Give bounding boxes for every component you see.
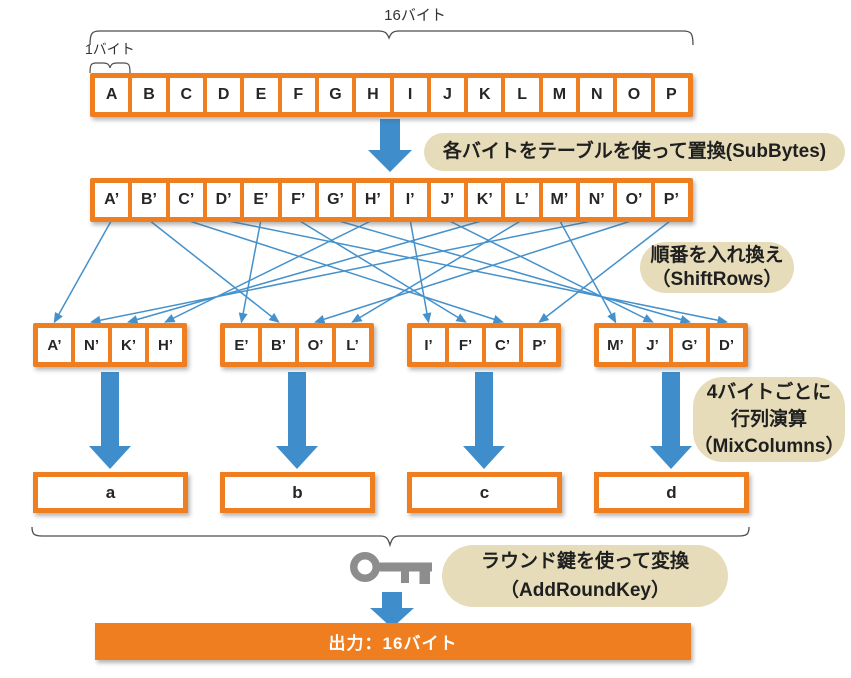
shiftrows-arrow xyxy=(447,219,654,323)
shifted-byte-cell: L’ xyxy=(336,328,369,362)
byte-cell: J xyxy=(430,78,465,112)
shiftrows-arrow xyxy=(351,219,523,323)
byte-cell: I’ xyxy=(393,183,427,217)
result-box-c: c xyxy=(407,472,562,513)
byte-cell: L xyxy=(505,78,539,112)
byte-cell: O xyxy=(617,78,651,112)
subbytes-step-label: 各バイトをテーブルを使って置換(SubBytes) xyxy=(424,133,845,171)
shifted-group-3: I’F’C’P’ xyxy=(407,323,561,367)
mixcolumns-arrow xyxy=(650,372,692,469)
mixcolumns-arrow xyxy=(89,372,131,469)
mixcolumns-text-line3: （MixColumns） xyxy=(693,436,845,457)
byte-cell: E’ xyxy=(244,183,278,217)
mixcolumns-arrow xyxy=(463,372,505,469)
shifted-byte-cell: F’ xyxy=(449,328,482,362)
shiftrows-arrow xyxy=(409,219,432,324)
key-icon xyxy=(350,552,432,584)
shiftrows-arrow xyxy=(314,219,635,324)
shifted-byte-cell: B’ xyxy=(262,328,295,362)
shiftrows-step-label: 順番を入れ換え （ShiftRows） xyxy=(640,242,794,293)
shifted-byte-cell: O’ xyxy=(299,328,332,362)
one-byte-bracket xyxy=(89,62,131,74)
byte-cell: K’ xyxy=(468,183,502,217)
shiftrows-arrow xyxy=(164,219,374,323)
result-box-d: d xyxy=(594,472,749,513)
shiftrows-text-line1: 順番を入れ換え xyxy=(650,244,784,266)
byte-cell: L’ xyxy=(505,183,539,217)
byte-cell: K xyxy=(468,78,502,112)
addroundkey-text-line1: ラウンド鍵を使って変換 xyxy=(480,551,690,572)
shifted-byte-cell: E’ xyxy=(225,328,258,362)
shifted-byte-cell: H’ xyxy=(149,328,182,362)
byte-cell: C xyxy=(169,78,203,112)
result-box-a: a xyxy=(33,472,188,513)
byte-cell: O’ xyxy=(617,183,651,217)
result-box-b: b xyxy=(220,472,375,513)
shiftrows-arrow xyxy=(558,219,617,324)
mixcolumns-text-line2: 行列演算 xyxy=(730,409,807,430)
shifted-byte-cell: P’ xyxy=(523,328,556,362)
byte-cell: G’ xyxy=(318,183,353,217)
byte-cell: H xyxy=(356,78,390,112)
mixcolumns-text-line1: 4バイトごとに xyxy=(706,382,832,403)
byte-cell: D xyxy=(206,78,241,112)
addroundkey-step-label: ラウンド鍵を使って変換 （AddRoundKey） xyxy=(442,545,728,607)
byte-cell: C’ xyxy=(169,183,203,217)
byte-cell: J’ xyxy=(430,183,465,217)
byte-cell: A’ xyxy=(95,183,129,217)
byte-cell: D’ xyxy=(206,183,241,217)
byte-cell: B xyxy=(132,78,166,112)
subbytes-text: 各バイトをテーブルを使って置換(SubBytes) xyxy=(442,141,827,162)
byte-cell: I xyxy=(393,78,427,112)
shiftrows-arrow xyxy=(186,219,504,324)
total-bytes-bracket xyxy=(89,30,694,46)
shifted-group-4: M’J’G’D’ xyxy=(594,323,748,367)
shifted-byte-cell: M’ xyxy=(599,328,632,362)
byte-cell: A xyxy=(95,78,129,112)
shifted-byte-cell: A’ xyxy=(38,328,71,362)
byte-cell: N’ xyxy=(580,183,614,217)
substituted-byte-row: A’B’C’D’E’F’G’H’I’J’K’L’M’N’O’P’ xyxy=(90,178,693,222)
shifted-byte-cell: J’ xyxy=(636,328,669,362)
shifted-byte-cell: C’ xyxy=(486,328,519,362)
mixcolumns-step-label: 4バイトごとに 行列演算 （MixColumns） xyxy=(693,377,845,462)
byte-cell: G xyxy=(318,78,353,112)
shiftrows-arrow xyxy=(90,219,597,325)
byte-cell: M’ xyxy=(542,183,577,217)
state-bracket xyxy=(31,526,750,548)
shifted-byte-cell: I’ xyxy=(412,328,445,362)
shifted-group-2: E’B’O’L’ xyxy=(220,323,374,367)
byte-cell: F xyxy=(281,78,315,112)
mixcolumns-arrow xyxy=(276,372,318,469)
shifted-byte-cell: D’ xyxy=(710,328,743,362)
shiftrows-arrow xyxy=(148,219,280,323)
byte-cell: P xyxy=(654,78,688,112)
byte-cell: P’ xyxy=(654,183,688,217)
shifted-group-1: A’N’K’H’ xyxy=(33,323,187,367)
shifted-byte-cell: G’ xyxy=(673,328,706,362)
byte-cell: N xyxy=(580,78,614,112)
one-byte-label: 1バイト xyxy=(85,41,135,57)
shiftrows-text-line2: （ShiftRows） xyxy=(651,268,783,290)
subbytes-arrow xyxy=(368,119,412,172)
shiftrows-arrow xyxy=(238,219,262,324)
shifted-byte-cell: K’ xyxy=(112,328,145,362)
shiftrows-arrow xyxy=(127,219,485,324)
total-bytes-label: 16バイト xyxy=(384,7,446,24)
output-bar: 出力：16バイト xyxy=(95,623,691,660)
shiftrows-arrow xyxy=(297,219,467,323)
byte-cell: F’ xyxy=(281,183,315,217)
byte-cell: M xyxy=(542,78,577,112)
byte-cell: B’ xyxy=(132,183,166,217)
shifted-byte-cell: N’ xyxy=(75,328,108,362)
shiftrows-arrow xyxy=(335,219,691,324)
byte-cell: H’ xyxy=(356,183,390,217)
shiftrows-arrow xyxy=(53,219,113,324)
addroundkey-text-line2: （AddRoundKey） xyxy=(500,580,670,601)
byte-cell: E xyxy=(244,78,278,112)
